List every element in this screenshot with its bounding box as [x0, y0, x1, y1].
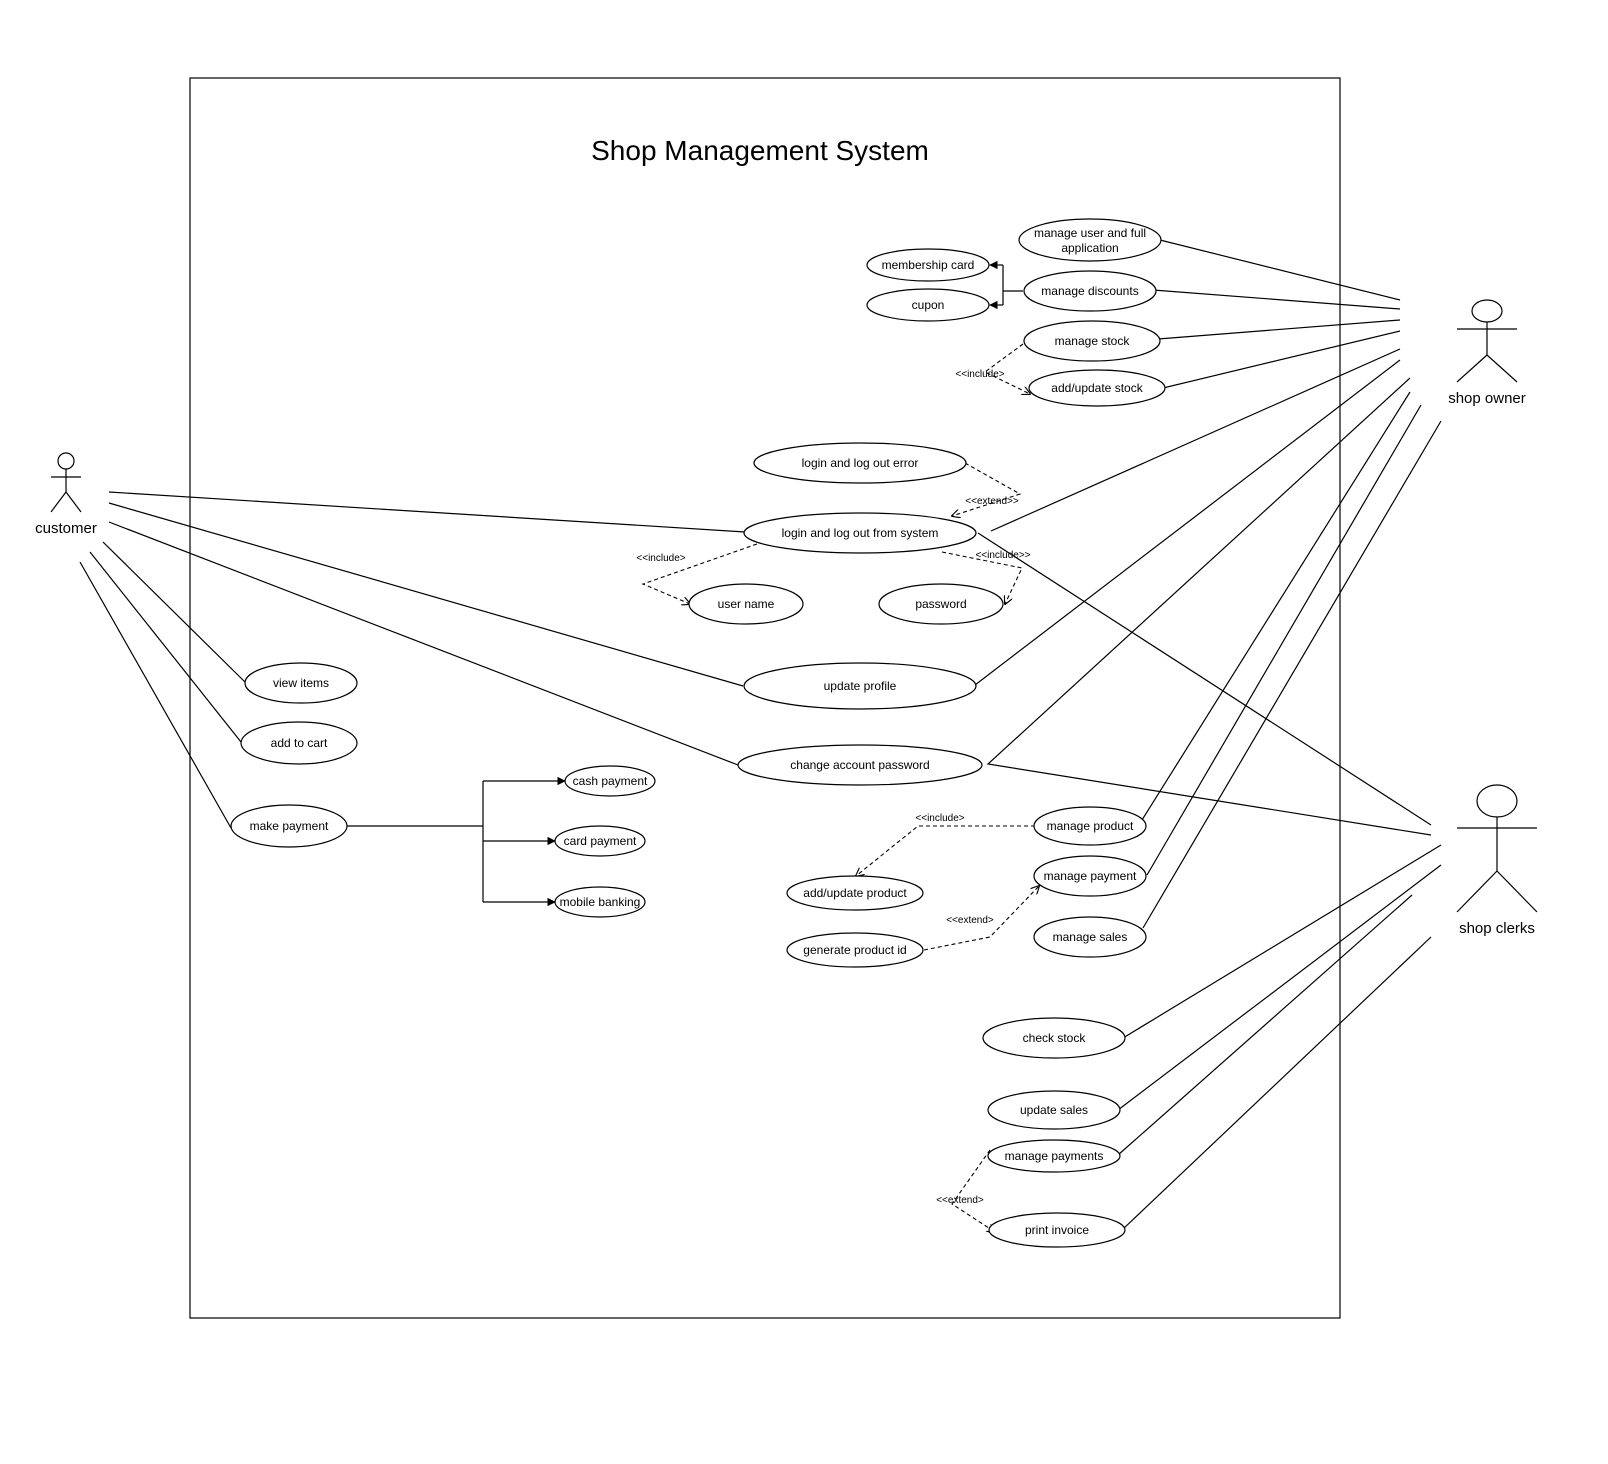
svg-text:manage user and full: manage user and full [1034, 226, 1146, 240]
svg-text:change account password: change account password [790, 758, 929, 772]
svg-text:make payment: make payment [250, 819, 329, 833]
use-case-make-payment[interactable]: make payment [230, 804, 348, 848]
svg-text:manage stock: manage stock [1055, 334, 1131, 348]
use-case-login-system[interactable]: login and log out from system [743, 512, 977, 554]
svg-text:manage discounts: manage discounts [1041, 284, 1138, 298]
discount-arrows [989, 260, 1023, 310]
actor-shop-clerks[interactable]: shop clerks [1456, 784, 1538, 937]
use-case-manage-user[interactable]: manage user and full application [1018, 218, 1162, 262]
use-case-card-payment[interactable]: card payment [554, 825, 646, 857]
svg-text:manage sales: manage sales [1053, 930, 1128, 944]
use-case-add-update-product[interactable]: add/update product [786, 875, 924, 911]
use-case-view-items[interactable]: view items [244, 662, 358, 704]
svg-text:add/update stock: add/update stock [1051, 381, 1143, 395]
use-case-add-to-cart[interactable]: add to cart [240, 721, 358, 765]
actor-customer-head [57, 452, 75, 470]
svg-text:login and log out error: login and log out error [802, 456, 919, 470]
svg-text:manage payments: manage payments [1005, 1149, 1104, 1163]
dependency-lines [641, 343, 1039, 1232]
use-case-update-profile[interactable]: update profile [743, 662, 977, 710]
svg-text:check stock: check stock [1023, 1031, 1087, 1045]
svg-text:add to cart: add to cart [271, 736, 328, 750]
customer-associations [79, 491, 746, 829]
stereotype-extend-login: <<extend>> [965, 496, 1019, 507]
use-case-manage-payment[interactable]: manage payment [1033, 855, 1147, 897]
use-case-generate-product-id[interactable]: generate product id [786, 932, 924, 968]
stereotype-extend-invoice: <<extend> [936, 1195, 984, 1206]
svg-text:password: password [915, 597, 966, 611]
use-case-manage-payments[interactable]: manage payments [987, 1139, 1121, 1173]
svg-text:manage payment: manage payment [1044, 869, 1137, 883]
actor-customer-label: customer [35, 520, 97, 537]
actor-shop-clerks-head [1476, 784, 1518, 818]
use-case-print-invoice[interactable]: print invoice [988, 1212, 1126, 1248]
actor-shop-owner[interactable]: shop owner [1448, 299, 1526, 407]
use-case-manage-sales[interactable]: manage sales [1033, 916, 1147, 958]
use-case-manage-product[interactable]: manage product [1033, 806, 1147, 846]
use-case-change-password[interactable]: change account password [737, 744, 983, 786]
svg-text:generate product id: generate product id [803, 943, 906, 957]
svg-text:add/update product: add/update product [803, 886, 907, 900]
svg-text:application: application [1061, 241, 1118, 255]
use-case-manage-discounts[interactable]: manage discounts [1023, 270, 1157, 312]
svg-text:card payment: card payment [564, 834, 637, 848]
system-boundary [189, 77, 1341, 1319]
actor-shop-owner-head [1471, 299, 1503, 323]
stereotype-include-password: <<include>> [975, 550, 1030, 561]
svg-text:cupon: cupon [912, 298, 945, 312]
svg-text:mobile banking: mobile banking [560, 895, 641, 909]
shop-owner-associations [974, 239, 1442, 929]
stereotype-include-stock: <<include> [955, 369, 1004, 380]
payment-arrows [347, 776, 566, 907]
use-case-cupon[interactable]: cupon [866, 288, 990, 322]
use-case-add-update-stock[interactable]: add/update stock [1028, 369, 1166, 407]
svg-text:view items: view items [273, 676, 329, 690]
svg-text:manage product: manage product [1047, 819, 1134, 833]
svg-text:cash payment: cash payment [573, 774, 648, 788]
stereotype-labels: <<include> <<extend>> <<include> <<inclu… [636, 369, 1030, 1206]
actor-shop-clerks-label: shop clerks [1459, 920, 1535, 937]
use-case-user-name[interactable]: user name [688, 583, 804, 625]
stereotype-include-user: <<include> [636, 553, 685, 564]
shop-clerks-associations [977, 532, 1442, 1231]
use-case-cash-payment[interactable]: cash payment [564, 765, 656, 797]
use-case-password[interactable]: password [878, 583, 1004, 625]
svg-text:membership card: membership card [882, 258, 975, 272]
use-case-mobile-banking[interactable]: mobile banking [554, 886, 646, 918]
use-case-check-stock[interactable]: check stock [982, 1017, 1126, 1059]
use-case-manage-stock[interactable]: manage stock [1023, 320, 1161, 362]
use-case-membership-card[interactable]: membership card [866, 248, 990, 282]
svg-text:update sales: update sales [1020, 1103, 1088, 1117]
use-case-update-sales[interactable]: update sales [987, 1090, 1121, 1130]
use-case-login-error[interactable]: login and log out error [753, 442, 967, 484]
stereotype-extend-product-id: <<extend> [946, 915, 994, 926]
svg-text:login and log out from system: login and log out from system [782, 526, 939, 540]
svg-text:user name: user name [718, 597, 775, 611]
svg-text:update profile: update profile [824, 679, 897, 693]
svg-text:print invoice: print invoice [1025, 1223, 1089, 1237]
system-title: Shop Management System [591, 135, 929, 166]
actor-customer[interactable]: customer [35, 452, 97, 537]
stereotype-include-product: <<include> [915, 813, 964, 824]
use-cases: manage user and full application members… [230, 218, 1166, 1248]
actor-shop-owner-label: shop owner [1448, 390, 1526, 407]
